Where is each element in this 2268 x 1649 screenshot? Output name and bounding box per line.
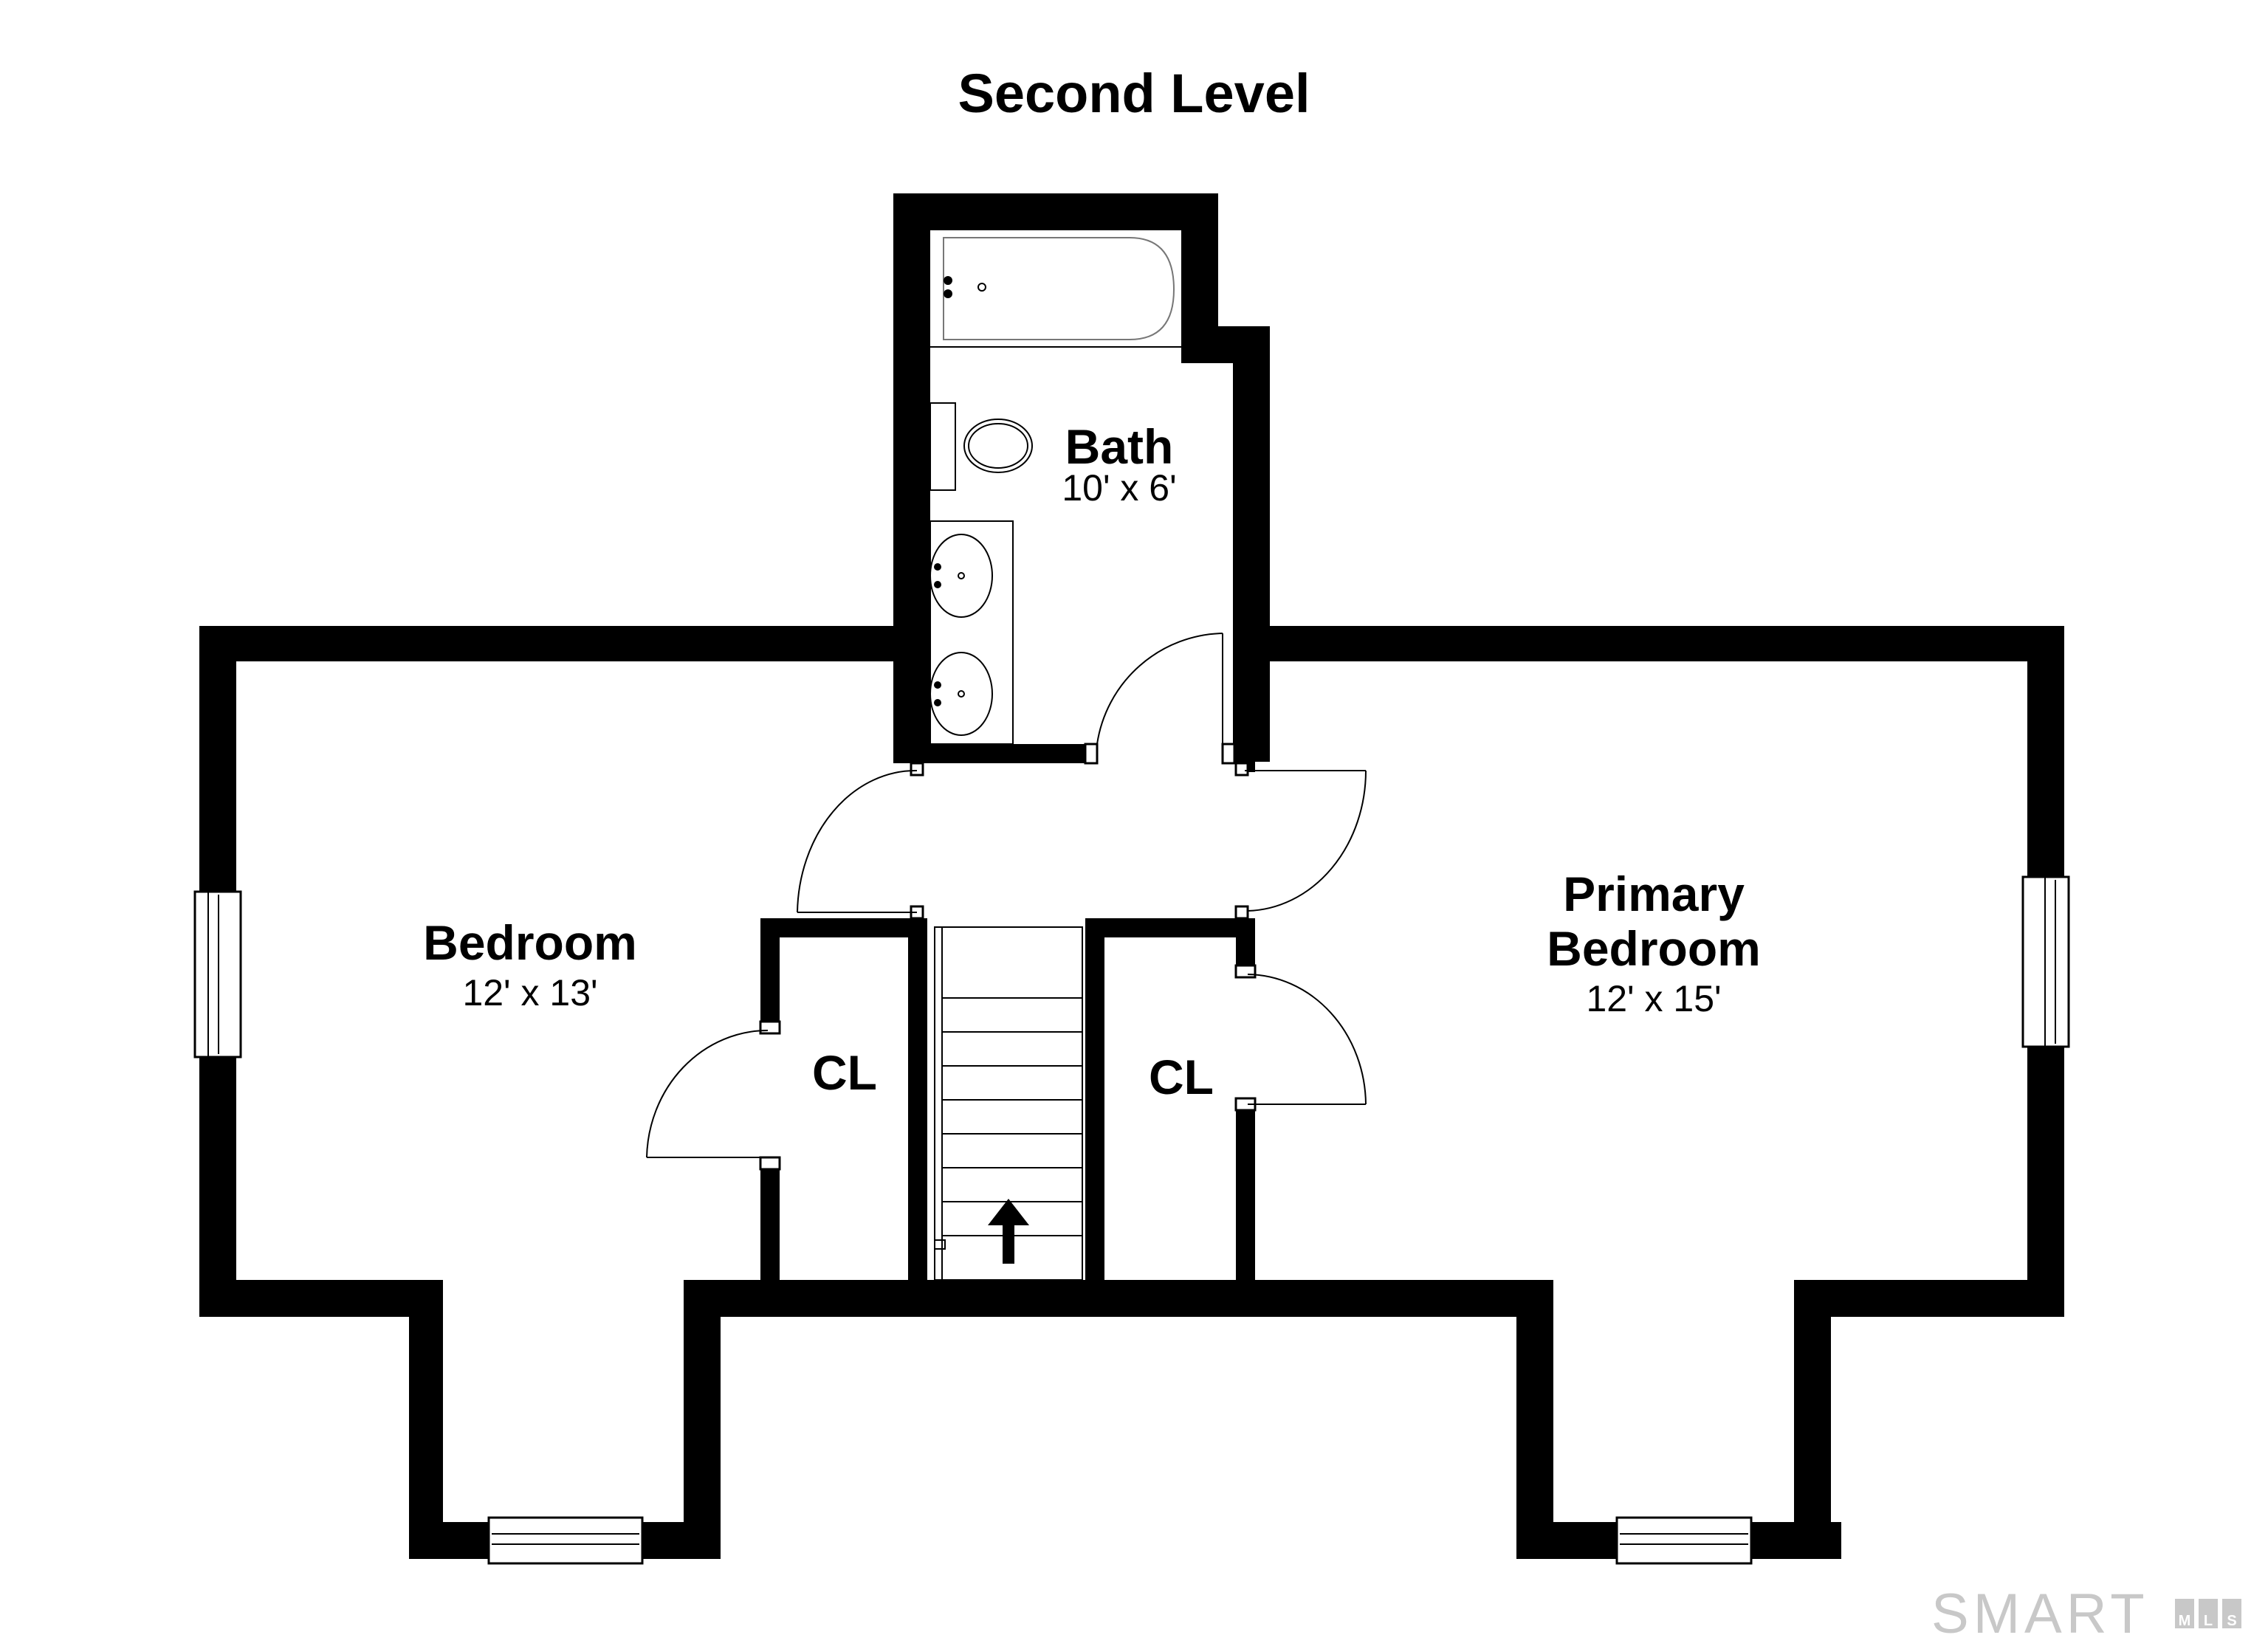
window-bedroom-left xyxy=(193,890,242,1058)
room-labels: Bath 10' x 6' Bedroom 12' x 13' Primary … xyxy=(423,419,1761,1104)
doors xyxy=(646,633,1367,1171)
up-arrow-icon xyxy=(988,1199,1029,1264)
toilet xyxy=(929,402,1033,491)
window-bedroom-bottom xyxy=(487,1516,644,1565)
bedroom-label: Bedroom xyxy=(423,915,637,970)
logo-text: SMART xyxy=(1931,1583,2149,1645)
primary-bedroom-label-line1: Primary xyxy=(1563,867,1745,921)
plan-title: Second Level xyxy=(958,63,1310,124)
smart-mls-logo: SMART M L S xyxy=(1931,1583,2241,1645)
primary-bedroom-label-line2: Bedroom xyxy=(1547,921,1761,976)
logo-badge-s: S xyxy=(2227,1613,2236,1629)
bathtub xyxy=(930,237,1233,348)
bath-door xyxy=(1084,633,1236,765)
bedroom-door xyxy=(797,762,924,920)
primary-bedroom-dims: 12' x 15' xyxy=(1586,978,1721,1019)
window-primary-right xyxy=(2021,875,2070,1048)
logo-badge-l: L xyxy=(2204,1613,2213,1629)
walls xyxy=(199,193,2064,1559)
right-closet-door xyxy=(1234,964,1367,1112)
windows xyxy=(193,875,2070,1565)
logo-badge-m: M xyxy=(2179,1613,2191,1629)
window-primary-bottom xyxy=(1615,1516,1753,1565)
bedroom-dims: 12' x 13' xyxy=(462,972,597,1013)
bath-label: Bath xyxy=(1065,419,1174,474)
closet-right-label: CL xyxy=(1149,1050,1214,1104)
closet-left-label: CL xyxy=(812,1045,877,1100)
primary-door xyxy=(1234,762,1367,920)
left-closet-door xyxy=(646,1020,781,1171)
staircase xyxy=(934,926,1083,1281)
vanity xyxy=(929,520,1014,745)
bath-dims: 10' x 6' xyxy=(1062,467,1176,509)
